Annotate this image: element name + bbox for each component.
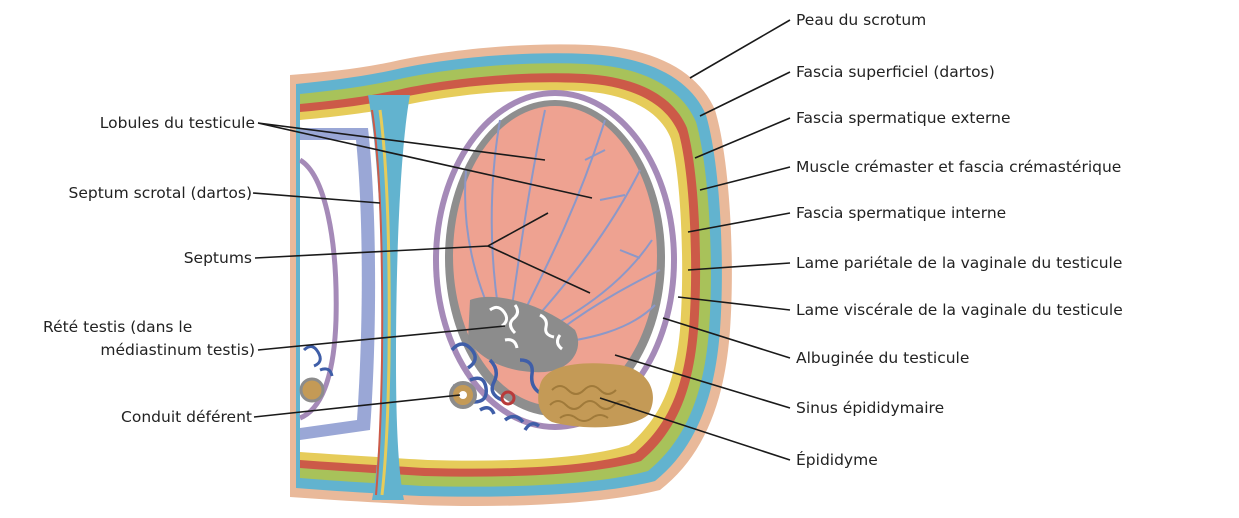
label-lame-parietale: Lame pariétale de la vaginale du testicu… [796, 254, 1122, 272]
labels-right: Peau du scrotum Fascia superficiel (dart… [796, 11, 1123, 469]
left-compartment [300, 128, 375, 440]
label-peau-du-scrotum: Peau du scrotum [796, 11, 926, 29]
label-lame-viscerale: Lame viscérale de la vaginale du testicu… [796, 301, 1123, 319]
epididymis [538, 363, 653, 427]
label-conduit-deferent: Conduit déférent [121, 408, 252, 426]
label-epididyme: Épididyme [796, 450, 878, 469]
label-albuginee: Albuginée du testicule [796, 349, 969, 367]
left-ductus-deferens [301, 379, 323, 401]
label-septums: Septums [184, 249, 252, 267]
label-fascia-spermatique-externe: Fascia spermatique externe [796, 109, 1011, 127]
label-rete-testis-line1: Rété testis (dans le [43, 318, 192, 336]
label-septum-scrotal: Septum scrotal (dartos) [68, 184, 252, 202]
labels-left: Lobules du testicule Septum scrotal (dar… [43, 114, 255, 426]
leader-peau [690, 20, 790, 78]
label-rete-testis-line2: médiastinum testis) [100, 341, 255, 359]
label-lobules-du-testicule: Lobules du testicule [100, 114, 255, 132]
ductus-deferens-lumen [459, 391, 467, 399]
label-muscle-cremaster: Muscle crémaster et fascia crémastérique [796, 158, 1121, 176]
leader-fascia-superficiel [700, 72, 790, 116]
label-sinus-epididymaire: Sinus épididymaire [796, 399, 944, 417]
label-fascia-spermatique-interne: Fascia spermatique interne [796, 204, 1006, 222]
anatomy-illustration [290, 44, 732, 506]
right-testis [433, 90, 677, 430]
label-fascia-superficiel: Fascia superficiel (dartos) [796, 63, 995, 81]
